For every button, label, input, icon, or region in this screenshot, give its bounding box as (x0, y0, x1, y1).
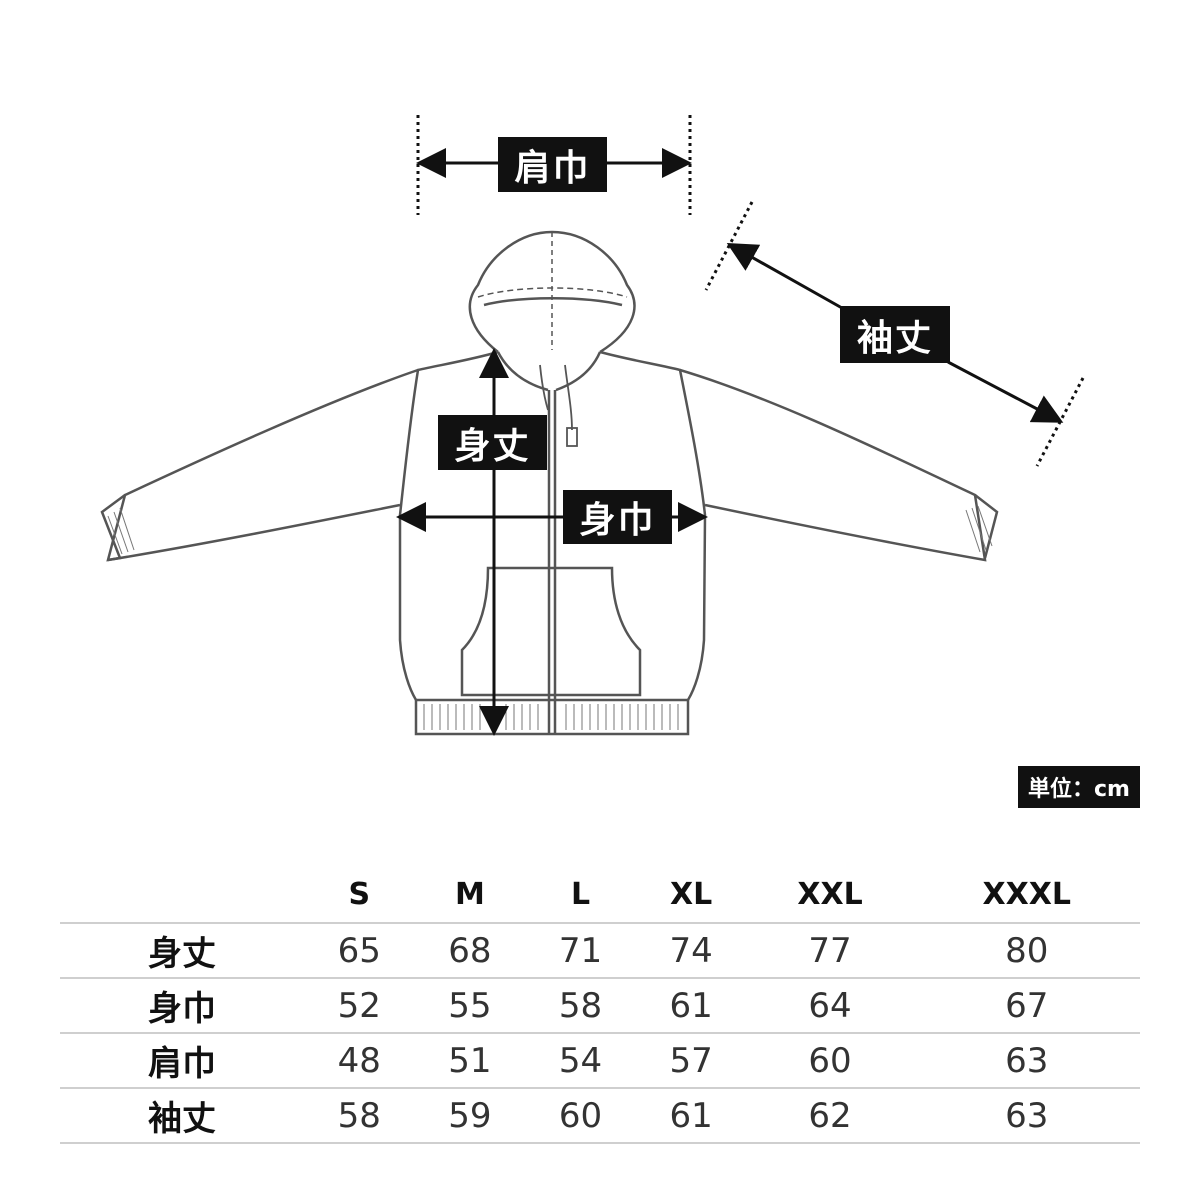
table-row: 身丈 65 68 71 74 77 80 (60, 922, 1140, 978)
table-corner (60, 866, 304, 923)
table-cell: 54 (525, 1032, 636, 1088)
label-body-length: 身丈 (438, 415, 547, 470)
row-label: 身巾 (60, 977, 304, 1033)
column-header: M (454, 876, 485, 912)
shoulder-measure (416, 115, 692, 215)
table-cell: 63 (913, 1032, 1140, 1088)
table-cell: 59 (414, 1087, 526, 1144)
table-cell: 65 (304, 922, 415, 978)
column-header: XXL (797, 876, 863, 912)
table-cell: 63 (913, 1087, 1140, 1144)
hem-rib (414, 698, 690, 736)
hoodie-diagram (100, 115, 1085, 736)
column-header: S (348, 876, 371, 912)
label-sleeve-length: 袖丈 (840, 306, 950, 363)
unit-badge: 単位：cm (1018, 766, 1140, 808)
column-header: XXXL (982, 876, 1072, 912)
table-row: 袖丈 58 59 60 61 62 63 (60, 1087, 1140, 1144)
table-cell: 48 (304, 1032, 415, 1088)
table-cell: 71 (525, 922, 636, 978)
row-label: 身丈 (60, 922, 304, 978)
table-cell: 58 (525, 977, 636, 1033)
body-left (398, 350, 499, 701)
body-right (599, 350, 707, 701)
label-shoulder-width: 肩巾 (498, 137, 607, 192)
row-label: 袖丈 (60, 1087, 304, 1144)
table-cell: 80 (913, 922, 1140, 978)
table-cell: 57 (635, 1032, 747, 1088)
size-table: S M L XL XXL XXXL 身丈 65 68 71 74 77 80 身… (60, 866, 1140, 1144)
table-cell: 68 (414, 922, 526, 978)
table-cell: 61 (635, 977, 747, 1033)
table-cell: 60 (746, 1032, 914, 1088)
column-header: XL (670, 876, 713, 912)
rib-texture (107, 505, 993, 730)
table-cell: 60 (525, 1087, 636, 1144)
table-cell: 51 (414, 1032, 526, 1088)
table-cell: 74 (635, 922, 747, 978)
table-cell: 61 (635, 1087, 747, 1144)
sleeve-right (679, 368, 987, 562)
table-header-row: S M L XL XXL XXXL (60, 866, 1140, 923)
column-header: L (570, 876, 591, 912)
hoodie-outline (100, 230, 999, 736)
table-cell: 64 (746, 977, 914, 1033)
row-label: 肩巾 (60, 1032, 304, 1088)
table-cell: 67 (913, 977, 1140, 1033)
table-cell: 52 (304, 977, 415, 1033)
table-cell: 58 (304, 1087, 415, 1144)
label-body-width: 身巾 (563, 490, 672, 544)
table-cell: 55 (414, 977, 526, 1033)
sleeve-left (106, 368, 419, 562)
table-row: 肩巾 48 51 54 57 60 63 (60, 1032, 1140, 1088)
sleeve-measure (704, 201, 1085, 467)
table-cell: 77 (746, 922, 914, 978)
table-row: 身巾 52 55 58 61 64 67 (60, 977, 1140, 1033)
pocket (460, 566, 642, 697)
table-cell: 62 (746, 1087, 914, 1144)
